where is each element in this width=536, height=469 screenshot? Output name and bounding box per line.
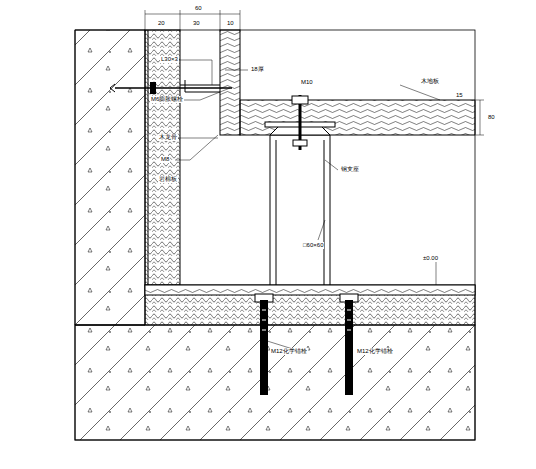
callout-label: □60×60 xyxy=(302,242,324,249)
callout-label: M8 xyxy=(160,156,170,163)
callout-label: 20 xyxy=(157,20,166,27)
callout-label: M6膨胀螺栓 xyxy=(150,96,184,103)
callout-label: 80 xyxy=(487,114,496,121)
callout-label: 15 xyxy=(455,92,464,99)
callout-label: 18厚 xyxy=(250,66,265,73)
callout-label: ±0.00 xyxy=(422,255,439,262)
callout-label: 木龙骨 xyxy=(158,134,178,141)
callout-label: 60 xyxy=(194,5,203,12)
callout-label: L30×3 xyxy=(160,56,179,63)
callout-label: M12化学锚栓 xyxy=(270,348,308,355)
callout-label: 钢支座 xyxy=(340,166,360,173)
callout-label: 10 xyxy=(226,20,235,27)
callout-label: 木地板 xyxy=(420,78,440,85)
callout-label: 30 xyxy=(192,20,201,27)
callout-label: M12化学锚栓 xyxy=(356,348,394,355)
callout-label: M10 xyxy=(300,79,314,86)
callout-label: 岩棉板 xyxy=(158,176,178,183)
